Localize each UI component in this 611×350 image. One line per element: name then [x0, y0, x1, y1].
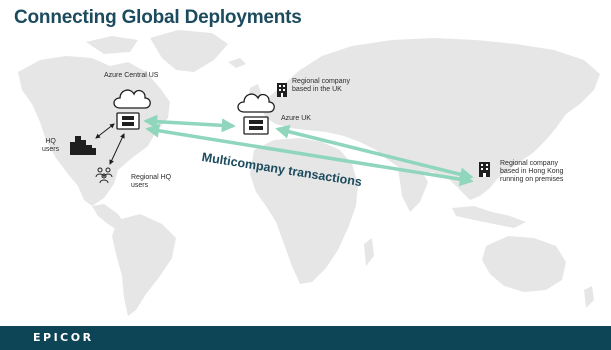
- australia-shape: [482, 236, 566, 292]
- regional-uk-label: Regional company based in the UK: [292, 78, 350, 94]
- footer-bar: EPICOR: [0, 326, 611, 350]
- epicor-logo: EPICOR: [33, 331, 94, 344]
- city-icon: [70, 136, 96, 155]
- azure-central-us-label: Azure Central US: [104, 72, 159, 79]
- hq-users-label: HQ users: [42, 138, 59, 154]
- south-america-shape: [112, 214, 176, 316]
- madagascar-shape: [364, 238, 374, 266]
- regional-hq-users-arrow: [109, 133, 125, 165]
- building-icon: [277, 83, 287, 97]
- japan-shape: [518, 116, 534, 146]
- regional-hk-label: Regional company based in Hong Kong runn…: [500, 160, 563, 184]
- hq-users-label-line2: users: [42, 146, 60, 153]
- regional-hk-label-line3: running on premises: [500, 176, 564, 183]
- new-zealand-shape: [584, 286, 594, 308]
- hq-users-arrow: [95, 123, 115, 139]
- regional-hq-users-label-line2: users: [131, 182, 149, 189]
- regional-hq-users-label: Regional HQ users: [131, 174, 171, 190]
- greenland-shape: [150, 30, 228, 72]
- regional-hk-label-line2: based in Hong Kong: [500, 168, 564, 175]
- server-icon: [116, 112, 140, 130]
- regional-hq-users-label-line1: Regional HQ: [131, 174, 172, 181]
- arctic-islands-shape: [86, 36, 138, 54]
- people-icon: [95, 167, 113, 184]
- hq-users-label-line1: HQ: [45, 138, 56, 145]
- regional-uk-label-line2: based in the UK: [292, 86, 342, 93]
- regional-uk-label-line1: Regional company: [292, 78, 350, 85]
- eurasia-shape: [262, 38, 600, 200]
- world-map: [18, 30, 600, 316]
- server-icon: [243, 116, 269, 135]
- building-icon: [479, 162, 490, 177]
- azure-uk-label: Azure UK: [281, 115, 311, 122]
- regional-hk-label-line1: Regional company: [500, 160, 558, 167]
- cloud-icon: [237, 93, 275, 113]
- cloud-icon: [113, 89, 151, 109]
- us-hk-arrow: [145, 123, 474, 187]
- slide-title: Connecting Global Deployments: [14, 7, 302, 28]
- iceland-shape: [228, 58, 246, 68]
- indonesia-shape: [452, 206, 526, 228]
